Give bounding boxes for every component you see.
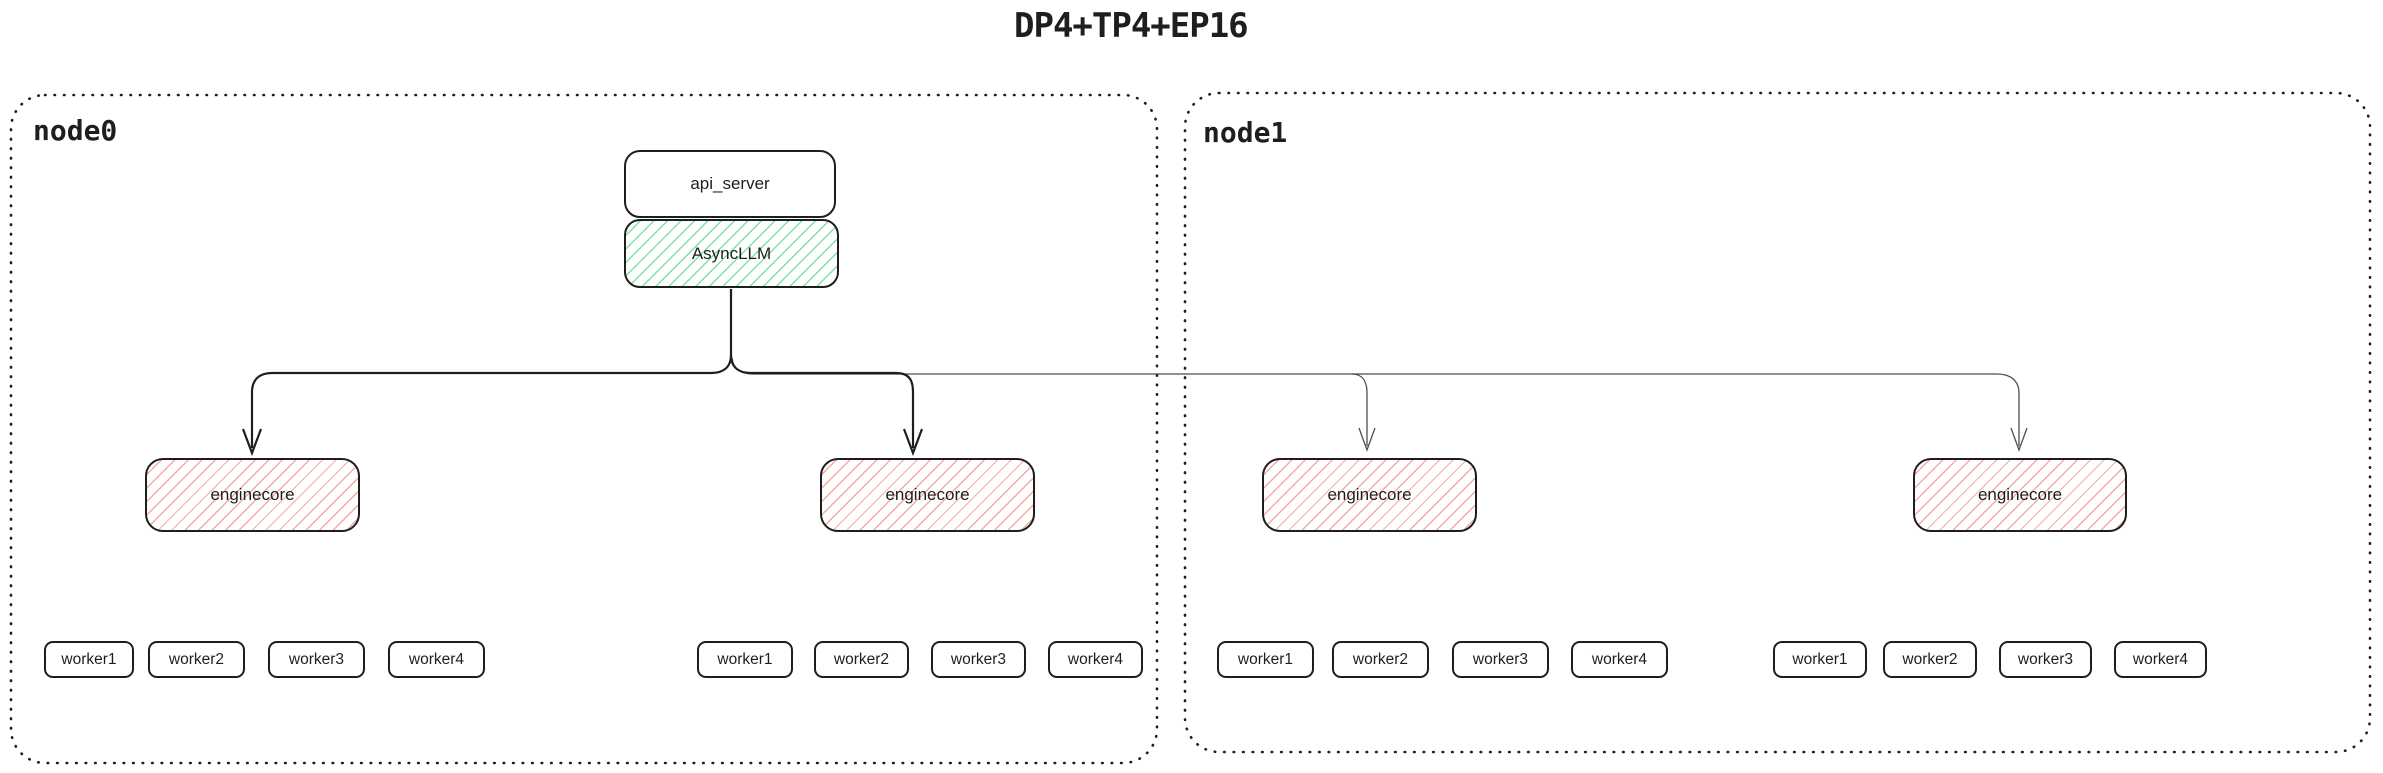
node0-label: node0 — [33, 114, 118, 147]
worker-box: worker1 — [1217, 641, 1314, 678]
worker-box: worker2 — [814, 641, 909, 678]
worker-box: worker4 — [1571, 641, 1668, 678]
worker-box: worker2 — [1883, 641, 1977, 678]
worker-box: worker3 — [1452, 641, 1549, 678]
arrow-asyncllm-to-enginecore3 — [1351, 373, 1368, 446]
node1-label: node1 — [1203, 116, 1288, 149]
enginecore-box-4: enginecore — [1913, 458, 2127, 532]
worker-box: worker1 — [1773, 641, 1867, 678]
enginecore-box-3: enginecore — [1262, 458, 1477, 532]
worker-box: worker3 — [268, 641, 365, 678]
worker-box: worker4 — [388, 641, 485, 678]
worker-box: worker1 — [44, 641, 134, 678]
worker-box: worker2 — [148, 641, 245, 678]
arrowhead-enginecore2 — [902, 428, 924, 457]
arrow-asyncllm-to-enginecore4 — [731, 357, 2020, 446]
worker-box: worker4 — [2114, 641, 2207, 678]
worker-box: worker2 — [1332, 641, 1429, 678]
enginecore-box-2: enginecore — [820, 458, 1035, 532]
asyncllm-box: AsyncLLM — [624, 219, 839, 288]
arrow-asyncllm-to-enginecore2 — [729, 354, 915, 448]
page-title: DP4+TP4+EP16 — [1014, 6, 1249, 46]
worker-box: worker1 — [697, 641, 793, 678]
enginecore-box-1: enginecore — [145, 458, 360, 532]
arrowhead-enginecore4 — [2010, 427, 2028, 452]
arrowhead-enginecore3 — [1358, 427, 1376, 452]
worker-box: worker4 — [1048, 641, 1143, 678]
api-server-box: api_server — [624, 150, 836, 218]
worker-box: worker3 — [931, 641, 1026, 678]
arrowhead-enginecore1 — [241, 428, 263, 457]
worker-box: worker3 — [1999, 641, 2092, 678]
arrow-asyncllm-to-enginecore1 — [250, 354, 733, 448]
